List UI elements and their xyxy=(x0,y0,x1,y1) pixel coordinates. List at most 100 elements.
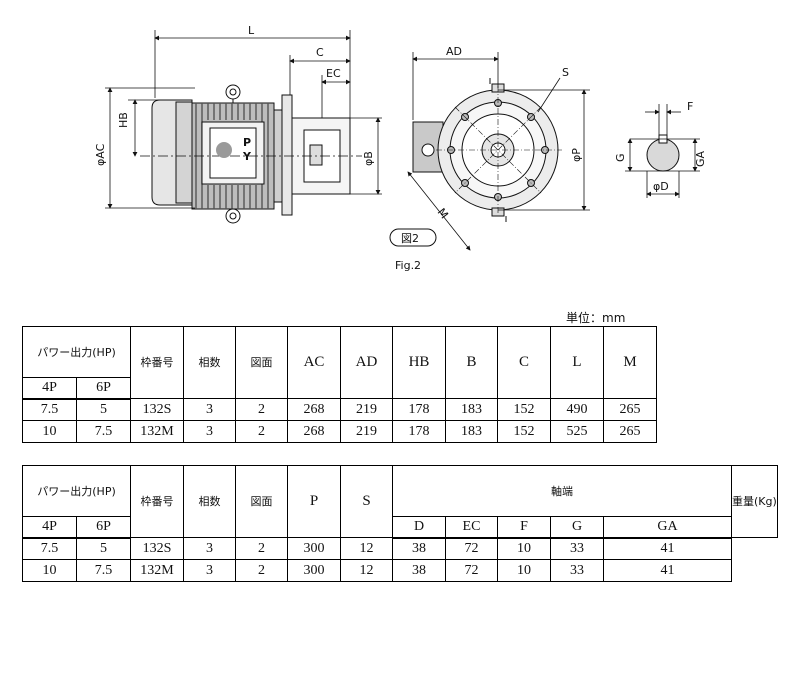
dim-g: G xyxy=(614,153,627,162)
cell: 183 xyxy=(445,420,498,443)
cell: 10 xyxy=(497,537,551,560)
cell: 3 xyxy=(183,537,236,560)
cell: 7.5 xyxy=(22,537,77,560)
col-drawing: 図面 xyxy=(235,465,288,538)
cell: 10 xyxy=(22,420,77,443)
col-6p: 6P xyxy=(76,516,131,539)
dim-hb: HB xyxy=(117,112,130,128)
col-f: F xyxy=(497,516,551,539)
cell: 2 xyxy=(235,398,288,421)
dim-b: φB xyxy=(362,151,375,166)
logo-p: P xyxy=(243,136,251,149)
cell: 10 xyxy=(22,559,77,582)
cell: 10 xyxy=(497,559,551,582)
cell: 5 xyxy=(76,398,131,421)
dim-s: S xyxy=(562,66,569,79)
cell: 38 xyxy=(392,537,446,560)
cell: 33 xyxy=(550,537,604,560)
table-subheader-row: 4P 6P D EC F G GA xyxy=(22,516,778,539)
cell: 72 xyxy=(445,537,498,560)
motor-drawing-svg: P Y L C EC HB φAC φB xyxy=(94,24,707,272)
col-hb: HB xyxy=(392,326,446,399)
side-view xyxy=(140,84,362,224)
cell: 132S xyxy=(130,398,184,421)
cell: 41 xyxy=(603,537,732,560)
col-s: S xyxy=(340,465,393,538)
col-power: パワー出力(HP) xyxy=(22,465,131,517)
dim-p: φP xyxy=(570,148,583,162)
col-ad: AD xyxy=(340,326,393,399)
cell: 41 xyxy=(603,559,732,582)
cell: 2 xyxy=(235,559,288,582)
fig-caption: Fig.2 xyxy=(395,259,421,272)
cell: 12 xyxy=(340,537,393,560)
col-weight: 重量(Kg) xyxy=(731,465,778,538)
cell: 152 xyxy=(497,420,551,443)
unit-label: 単位：mm xyxy=(566,311,626,325)
cell: 268 xyxy=(287,398,341,421)
col-frame: 枠番号 xyxy=(130,326,184,399)
cell: 7.5 xyxy=(22,398,77,421)
logo-y: Y xyxy=(242,150,252,163)
table-header-row: パワー出力(HP) 枠番号 相数 図面 P S 軸端 重量(Kg) xyxy=(22,465,778,538)
col-ac: AC xyxy=(287,326,341,399)
col-l: L xyxy=(550,326,604,399)
cell: 178 xyxy=(392,398,446,421)
front-view xyxy=(412,78,562,222)
cell: 219 xyxy=(340,420,393,443)
cell: 7.5 xyxy=(76,559,131,582)
col-shaft: 軸端 xyxy=(392,465,732,517)
col-phase: 相数 xyxy=(183,465,236,538)
cell: 38 xyxy=(392,559,446,582)
col-frame: 枠番号 xyxy=(130,465,184,538)
cell: 183 xyxy=(445,398,498,421)
cell: 490 xyxy=(550,398,604,421)
table-header-row: パワー出力(HP) 枠番号 相数 図面 AC AD HB B C L M xyxy=(22,326,657,399)
dimension-table: パワー出力(HP) 枠番号 相数 図面 AC AD HB B C L M 4P … xyxy=(22,326,657,443)
cell: 300 xyxy=(287,537,341,560)
col-d: D xyxy=(392,516,446,539)
cell: 7.5 xyxy=(76,420,131,443)
cell: 132S xyxy=(130,537,184,560)
col-ga: GA xyxy=(603,516,732,539)
col-6p: 6P xyxy=(76,377,131,400)
cell: 2 xyxy=(235,420,288,443)
col-g: G xyxy=(550,516,604,539)
dim-ga: GA xyxy=(694,150,707,167)
dim-d: φD xyxy=(653,180,669,193)
dim-ec: EC xyxy=(326,67,341,80)
cell: 132M xyxy=(130,559,184,582)
cell: 265 xyxy=(603,420,657,443)
cell: 72 xyxy=(445,559,498,582)
col-p: P xyxy=(287,465,341,538)
logo-icon xyxy=(216,142,232,158)
col-4p: 4P xyxy=(22,377,77,400)
cell: 265 xyxy=(603,398,657,421)
table-row: 7.5 5 132S 3 2 268 219 178 183 152 490 2… xyxy=(22,398,657,421)
table-subheader-row: 4P 6P xyxy=(22,377,657,400)
cell: 33 xyxy=(550,559,604,582)
dim-l: L xyxy=(248,24,255,37)
shaft-section xyxy=(625,104,700,198)
table-row: 10 7.5 132M 3 2 300 12 38 72 10 33 41 xyxy=(22,559,778,582)
cell: 178 xyxy=(392,420,446,443)
cell: 3 xyxy=(183,398,236,421)
cell: 300 xyxy=(287,559,341,582)
cell: 152 xyxy=(497,398,551,421)
dim-ad: AD xyxy=(446,45,462,58)
cell: 132M xyxy=(130,420,184,443)
table-row: 7.5 5 132S 3 2 300 12 38 72 10 33 41 xyxy=(22,537,778,560)
col-4p: 4P xyxy=(22,516,77,539)
cell: 525 xyxy=(550,420,604,443)
caption-box-text: 図2 xyxy=(401,232,419,245)
cell: 3 xyxy=(183,420,236,443)
cell: 2 xyxy=(235,537,288,560)
cell: 268 xyxy=(287,420,341,443)
dim-ac: φAC xyxy=(94,143,107,166)
cell: 12 xyxy=(340,559,393,582)
col-c: C xyxy=(497,326,551,399)
cell: 5 xyxy=(76,537,131,560)
caption-box xyxy=(389,228,437,247)
col-drawing: 図面 xyxy=(235,326,288,399)
motor-drawing: P Y L C EC HB φAC φB xyxy=(0,0,800,290)
